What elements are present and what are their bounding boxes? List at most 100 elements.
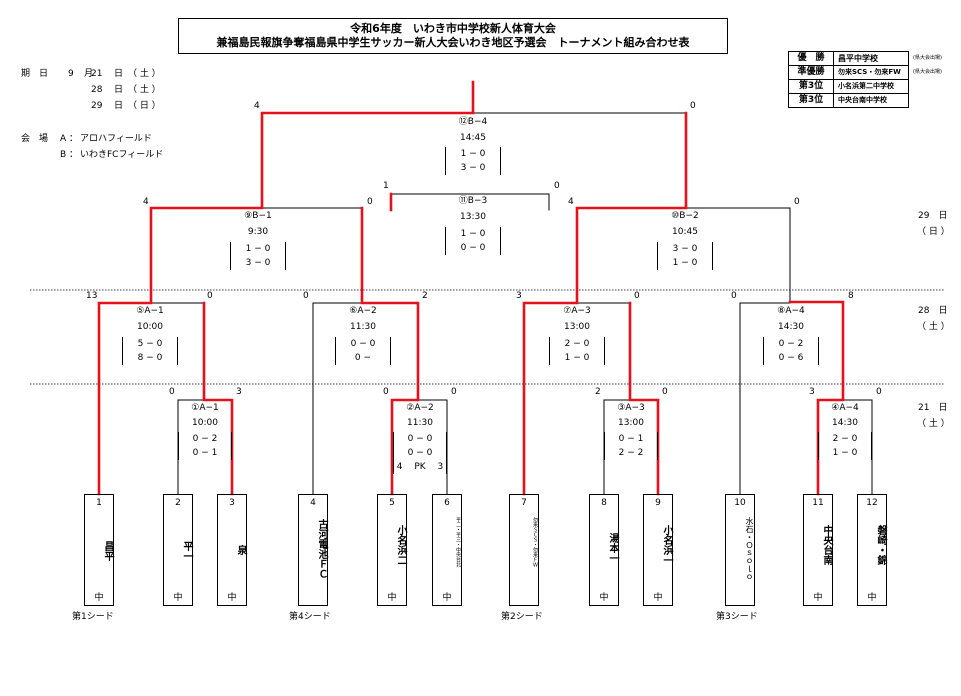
- team-number: 6: [444, 498, 450, 508]
- match-score-row: 0 − 0: [460, 243, 486, 253]
- team-box: 12 磐崎・錦 中: [857, 494, 887, 606]
- team-name: 中央台南: [821, 525, 832, 565]
- date-weekday: （ 土 ）: [128, 69, 161, 79]
- match-score-row: 3 − 0: [460, 163, 486, 173]
- venue-label: 会 場: [21, 134, 49, 144]
- team-number: 2: [175, 498, 181, 508]
- date-weekday: （ 土 ）: [128, 85, 161, 95]
- venue-code: A ：: [60, 134, 79, 144]
- day-weekday: （ 日 ）: [917, 227, 950, 237]
- bracket-line: [177, 399, 205, 495]
- team-number: 9: [655, 498, 661, 508]
- seed-label: 第2シード: [501, 612, 543, 622]
- match-score-row: 5 − 0: [137, 339, 163, 349]
- team-name: 湯本一: [607, 533, 618, 563]
- match-id: ⑦A−3: [563, 306, 591, 316]
- day-weekday: （ 土 ）: [917, 322, 950, 332]
- team-box: 6 平二・平三・中央台北 中: [432, 494, 462, 606]
- match-score-row: 0 − 0: [407, 448, 433, 458]
- day-label: 21 日: [918, 403, 948, 413]
- date-unit: 日: [114, 85, 124, 95]
- title-box: 令和6年度 いわき市中学校新人体育大会 兼福島民報旗争奪福島県中学生サッカー新人…: [178, 18, 728, 54]
- match-score-left: 3: [516, 291, 522, 301]
- match-score-right: 2: [422, 291, 428, 301]
- team-name: 水石・Ｏｓｏｌｏ: [745, 517, 754, 581]
- match-id: ⑤A−1: [136, 306, 164, 316]
- team-name: 磐崎・錦: [875, 525, 886, 565]
- match-time: 10:00: [192, 418, 218, 428]
- match-scores: 1 − 0 3 − 0: [230, 242, 286, 270]
- team-suffix: 中: [813, 593, 823, 603]
- match-score-row: 0 − 6: [778, 353, 804, 363]
- match-score-left: 1: [383, 181, 389, 191]
- winner-line: [360, 206, 420, 496]
- match-time: 10:45: [672, 227, 698, 237]
- match-time: 13:30: [460, 212, 486, 222]
- result-note: (県大会出場): [913, 55, 942, 61]
- match-score-right: 3: [236, 387, 242, 397]
- match-score-row: 1 − 0: [245, 244, 271, 254]
- match-score-row: 0 − 2: [192, 434, 218, 444]
- match-score-row: 0 − 0: [407, 434, 433, 444]
- match-score-row: 0 − 1: [618, 434, 644, 444]
- month: 9: [68, 69, 74, 79]
- team-suffix: 中: [442, 593, 452, 603]
- title-line-2: 兼福島民報旗争奪福島県中学生サッカー新人大会いわき地区予選会 トーナメント組み合…: [216, 36, 690, 49]
- match-score-left: 3: [809, 387, 815, 397]
- team-box: 3 泉 中: [217, 494, 247, 606]
- match-score-left: 4: [254, 101, 260, 111]
- match-score-left: 4: [143, 197, 149, 207]
- match-score-right: 0: [367, 197, 373, 207]
- team-number: 3: [229, 498, 235, 508]
- winner-line: [788, 300, 845, 496]
- match-scores: 0 − 1 2 − 2: [604, 432, 658, 460]
- match-time: 14:30: [778, 322, 804, 332]
- team-number: 8: [601, 498, 607, 508]
- team-box: 2 平一 中: [163, 494, 193, 606]
- day-label: 28 日: [918, 306, 948, 316]
- match-score-right: 0: [451, 387, 457, 397]
- team-name: 泉: [235, 545, 246, 555]
- team-box: 11 中央台南 中: [803, 494, 833, 606]
- date-label: 期 日: [21, 69, 49, 79]
- team-box: 4 古河電池ＦＣ: [298, 494, 328, 606]
- match-scores: 1 − 0 0 − 0: [445, 227, 501, 255]
- match-score-right: 0: [662, 387, 668, 397]
- date-unit: 日: [114, 69, 124, 79]
- team-box: 10 水石・Ｏｓｏｌｏ: [725, 494, 755, 606]
- seed-label: 第1シード: [72, 612, 114, 622]
- result-row: 第3位 小名浜第二中学校: [788, 79, 947, 94]
- bracket-line: [417, 399, 448, 495]
- team-suffix: 中: [227, 593, 237, 603]
- match-id: ④A−4: [831, 403, 859, 413]
- match-score-left: 0: [303, 291, 309, 301]
- match-scores: 0 − 0 0 −: [335, 337, 391, 365]
- match-id: ②A−2: [406, 403, 434, 413]
- team-suffix: 中: [867, 593, 877, 603]
- venue-name: いわきFCフィールド: [80, 150, 164, 160]
- day-label: 29 日: [918, 211, 948, 221]
- match-score-row: 0 −: [354, 353, 372, 363]
- match-time: 14:30: [832, 418, 858, 428]
- date-day: 29: [91, 101, 103, 111]
- match-score-right: 0: [634, 291, 640, 301]
- match-score-right: 8: [848, 291, 854, 301]
- match-score-right: 0: [690, 101, 696, 111]
- match-score-right: 0: [554, 181, 560, 191]
- team-name: 小名浜一: [661, 525, 672, 565]
- venue-code: B ：: [60, 150, 79, 160]
- match-score-left: 13: [86, 291, 98, 301]
- match-score-row: 2 − 2: [618, 448, 644, 458]
- match-time: 14:45: [460, 133, 486, 143]
- match-score-row: 8 − 0: [137, 353, 163, 363]
- seed-label: 第4シード: [289, 612, 331, 622]
- match-scores: 0 − 2 0 − 6: [763, 337, 819, 365]
- day-weekday: （ 土 ）: [917, 419, 950, 429]
- match-score-left: 0: [731, 291, 737, 301]
- match-scores: 1 − 0 3 − 0: [445, 147, 501, 175]
- bracket-line: [739, 302, 791, 495]
- match-score-row: 0 − 1: [192, 448, 218, 458]
- match-time: 13:00: [564, 322, 590, 332]
- match-id: ①A−1: [191, 403, 219, 413]
